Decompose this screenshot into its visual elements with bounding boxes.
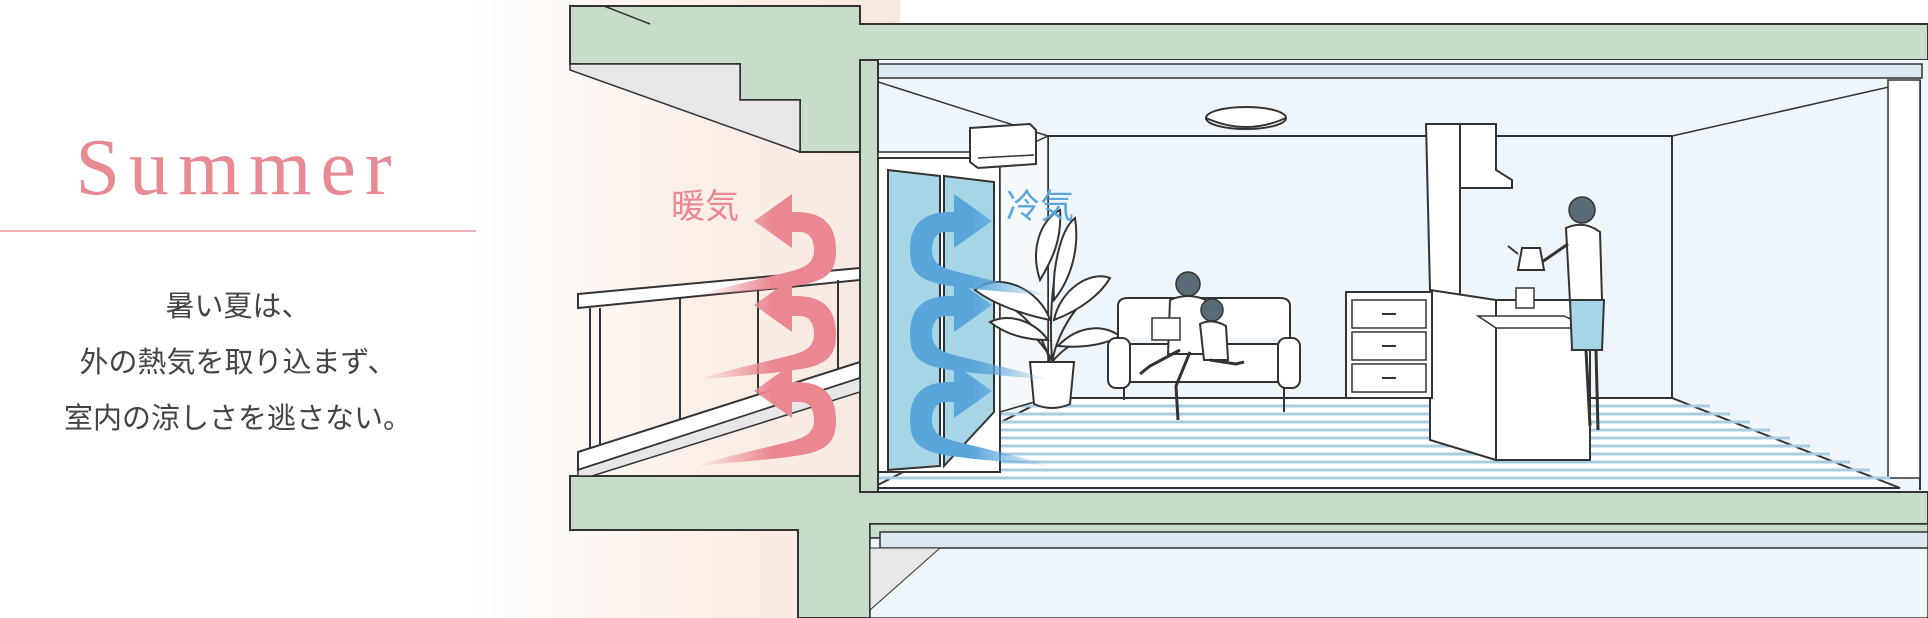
description: 暑い夏は、 外の熱気を取り込まず、 室内の涼しさを逃さない。 bbox=[0, 278, 476, 446]
sofa-icon bbox=[1107, 297, 1301, 412]
description-line: 暑い夏は、 bbox=[165, 289, 311, 323]
ceiling-light-icon bbox=[1205, 106, 1287, 130]
person-icon bbox=[1139, 271, 1245, 421]
title-divider bbox=[0, 230, 476, 232]
drawer-cabinet bbox=[1345, 291, 1433, 399]
warm-air-label: 暖気 bbox=[671, 187, 739, 227]
description-line: 外の熱気を取り込まず、 bbox=[79, 345, 397, 379]
description-line: 室内の涼しさを逃さない。 bbox=[63, 401, 412, 435]
air-conditioner-icon bbox=[969, 122, 1037, 170]
text-panel: Summer 暑い夏は、 外の熱気を取り込まず、 室内の涼しさを逃さない。 bbox=[0, 0, 480, 618]
kitchen-counter bbox=[1424, 123, 1591, 462]
cool-air-label: 冷気 bbox=[1006, 187, 1074, 227]
lower-floor-slab bbox=[569, 475, 1928, 618]
houseplant-icon bbox=[973, 208, 1122, 409]
kettle-icon bbox=[1507, 245, 1546, 309]
person-icon bbox=[1541, 196, 1606, 431]
season-title: Summer bbox=[75, 124, 401, 212]
